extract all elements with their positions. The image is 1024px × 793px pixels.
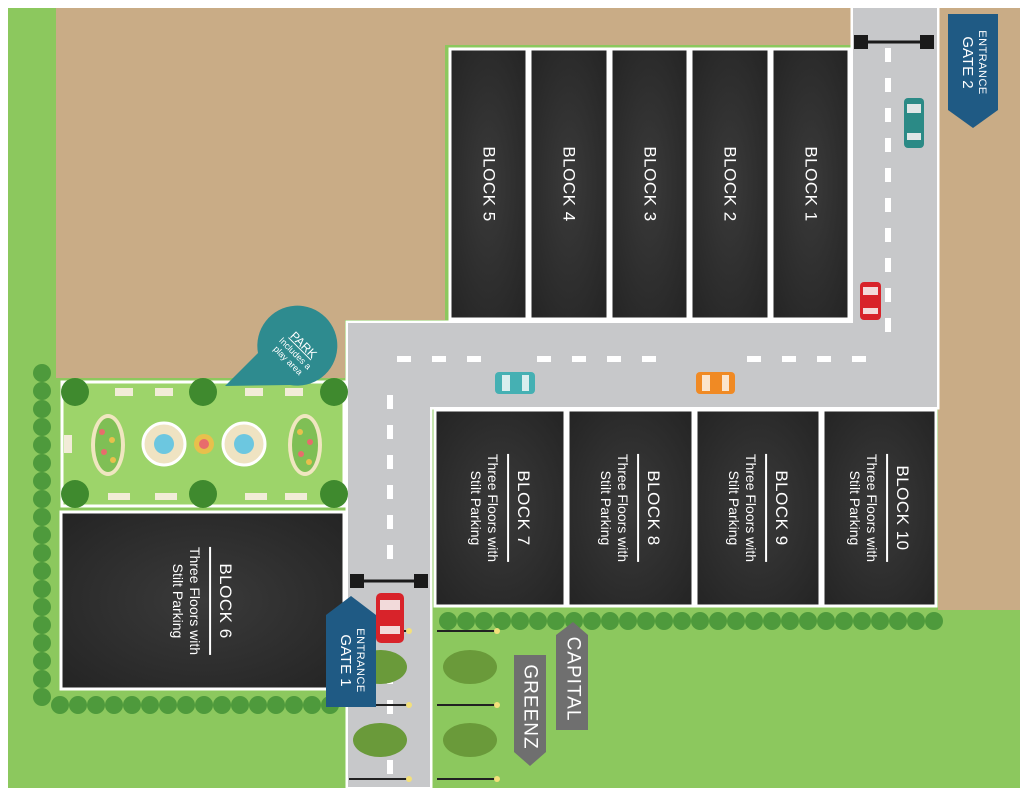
block-7-label: BLOCK 7 xyxy=(514,470,533,546)
block-6-desc-line1: Three Floors with xyxy=(187,546,204,655)
buildings-bottom xyxy=(59,408,938,691)
block-9-label: BLOCK 9 xyxy=(772,470,791,546)
block-8-divider xyxy=(637,453,640,563)
building-block-5 xyxy=(448,47,529,321)
gate-2-line1: ENTRANCE xyxy=(975,29,988,95)
building-block-2 xyxy=(689,47,771,321)
brand-word-capital: CAPITAL xyxy=(562,636,583,722)
gate-1-sign-shape xyxy=(326,596,376,707)
red-car-right xyxy=(860,282,881,320)
block-1-label: BLOCK 1 xyxy=(801,146,821,222)
gate-1-line1: ENTRANCE xyxy=(353,627,366,693)
hedges xyxy=(33,364,943,714)
block-3-label: BLOCK 3 xyxy=(640,146,660,222)
block-9-label-box: BLOCK 9 Three Floors with Stilt Parking xyxy=(696,410,820,606)
block-2-label-box: BLOCK 2 xyxy=(691,49,769,319)
block-7-desc-line1: Three Floors with xyxy=(485,453,501,563)
block-8-desc-line2: Stilt Parking xyxy=(598,470,615,546)
block-8-label-box: BLOCK 8 Three Floors with Stilt Parking xyxy=(568,410,693,606)
block-4-label-box: BLOCK 4 xyxy=(530,49,608,319)
building-block-6 xyxy=(59,510,346,691)
building-block-10 xyxy=(821,408,938,608)
building-block-9 xyxy=(694,408,822,608)
block-9-desc-line2: Stilt Parking xyxy=(726,470,742,546)
greenz-brand-sign: GREENZ xyxy=(514,655,546,759)
park-pin-label: PARK Includes a play area xyxy=(262,322,332,382)
gate-barrier-top xyxy=(854,35,934,49)
cyan-car xyxy=(495,372,535,394)
block-6-label: BLOCK 6 xyxy=(216,562,236,639)
block-7-label-box: BLOCK 7 Three Floors with Stilt Parking xyxy=(435,410,565,606)
entrance-gate-2-sign: ENTRANCE GATE 2 xyxy=(948,14,998,110)
block-6-label-box: BLOCK 6 Three Floors with Stilt Parking xyxy=(61,512,344,689)
block-6-desc-line2: Stilt Parking xyxy=(170,563,187,638)
block-7-divider xyxy=(507,453,509,563)
block-3-label-box: BLOCK 3 xyxy=(611,49,688,319)
block-9-divider xyxy=(765,453,767,563)
buildings-top xyxy=(448,47,851,321)
block-8-desc-line1: Three Floors with xyxy=(615,453,632,563)
brand-word-greenz: GREENZ xyxy=(520,664,541,750)
block-10-divider xyxy=(886,453,889,563)
block-6-divider xyxy=(209,546,212,655)
block-9-desc-line1: Three Floors with xyxy=(743,453,759,563)
gate-2-sign-shape xyxy=(948,14,998,128)
capital-brand-sign: CAPITAL xyxy=(556,628,588,730)
gate-2-line2: GATE 2 xyxy=(958,35,976,89)
orange-car xyxy=(696,372,735,394)
building-block-7 xyxy=(433,408,567,608)
park-pin-shape xyxy=(225,305,338,386)
park-area xyxy=(60,378,348,508)
building-block-8 xyxy=(566,408,695,608)
block-5-label: BLOCK 5 xyxy=(479,146,499,222)
greenz-sign-shape xyxy=(514,655,546,766)
block-4-label: BLOCK 4 xyxy=(560,146,579,222)
block-10-desc-line2: Stilt Parking xyxy=(847,470,864,546)
building-block-4 xyxy=(528,47,610,321)
block-7-desc-line2: Stilt Parking xyxy=(468,470,484,546)
block-2-label: BLOCK 2 xyxy=(721,146,740,222)
block-1-label-box: BLOCK 1 xyxy=(772,49,849,319)
block-8-label: BLOCK 8 xyxy=(644,470,664,546)
building-block-1 xyxy=(770,47,851,321)
block-5-label-box: BLOCK 5 xyxy=(450,49,527,319)
block-10-desc-line1: Three Floors with xyxy=(864,453,881,563)
building-block-3 xyxy=(609,47,690,321)
red-car-gate xyxy=(376,593,404,643)
block-10-label: BLOCK 10 xyxy=(893,465,913,551)
teal-car xyxy=(904,98,924,148)
capital-sign-shape xyxy=(556,622,588,730)
gate-1-line2: GATE 1 xyxy=(336,633,354,687)
entrance-gate-1-sign: ENTRANCE GATE 1 xyxy=(326,612,376,708)
gate-barrier-bottom xyxy=(350,574,428,588)
block-10-label-box: BLOCK 10 Three Floors with Stilt Parking xyxy=(823,410,936,606)
sand-area xyxy=(56,8,852,378)
